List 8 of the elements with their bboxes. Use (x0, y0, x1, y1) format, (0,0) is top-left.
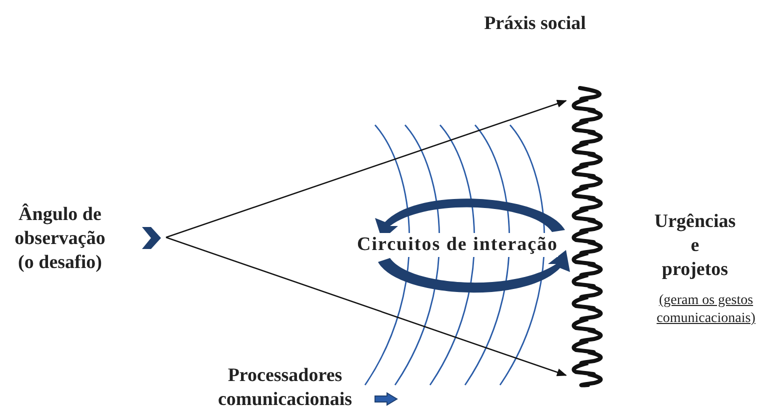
arrow (166, 236, 567, 376)
diagram-label: Urgências e projetos (653, 210, 737, 282)
note-text: (geram os gestos comunicacionais) (656, 292, 756, 328)
node-label: Ângulo de observação (o desafio) (14, 203, 106, 275)
heading: Práxis social (483, 12, 587, 36)
arrow (166, 100, 567, 238)
diagram-label: Processadores comunicacionais (216, 364, 354, 410)
diagram-label: Circuitos de interação (357, 233, 558, 257)
